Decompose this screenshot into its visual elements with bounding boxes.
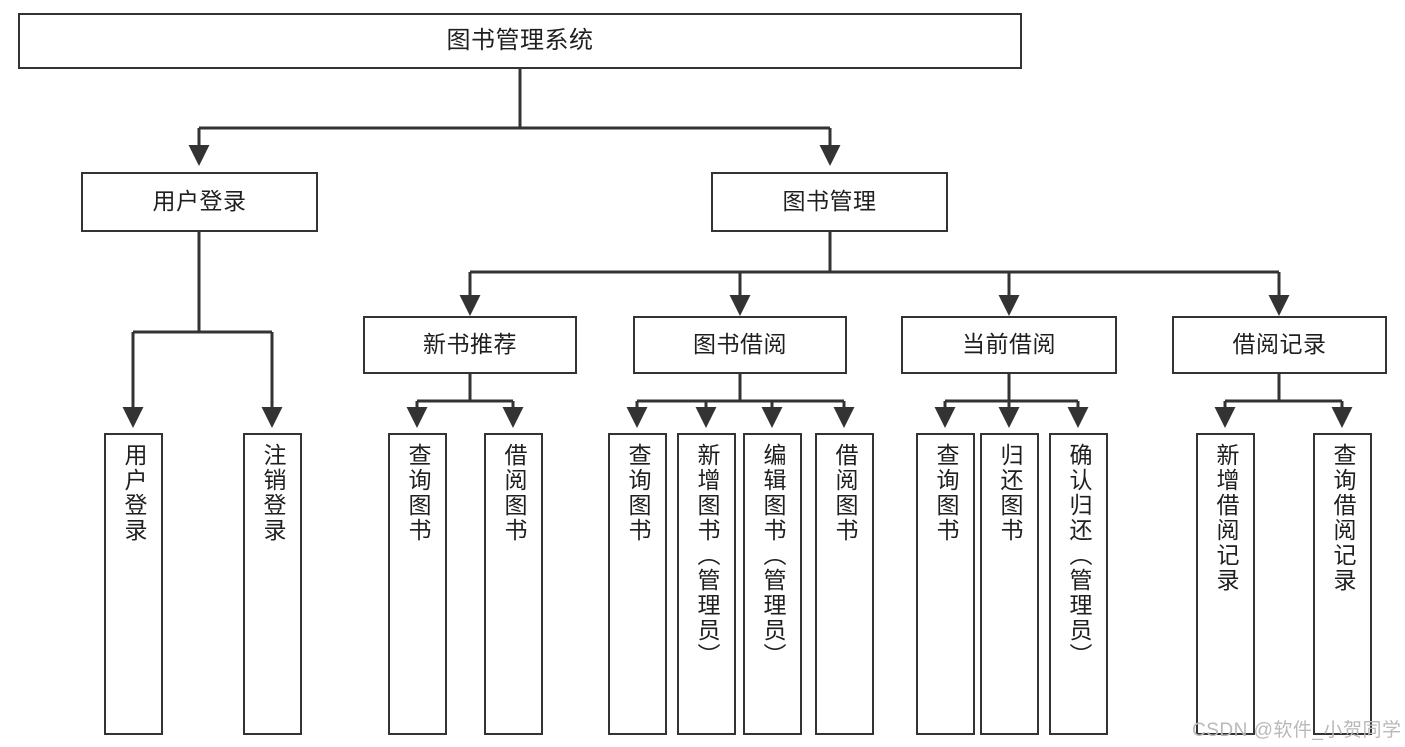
node-borrow-record-label: 借阅记录 (1232, 331, 1327, 358)
node-user-login[interactable]: 用户登录 (81, 172, 318, 232)
node-book-borrow-label: 图书借阅 (693, 331, 787, 358)
node-current-borrow-label: 当前借阅 (962, 331, 1056, 358)
leaf-user-login-2[interactable]: 注销登录 (243, 433, 302, 735)
node-book-manage[interactable]: 图书管理 (711, 172, 948, 232)
leaf-borrow-record-1[interactable]: 新增借阅记录 (1196, 433, 1255, 735)
node-book-borrow[interactable]: 图书借阅 (633, 316, 847, 374)
leaf-current-borrow-1-label: 查询图书 (933, 443, 959, 543)
leaf-current-borrow-3-label: 确认归还（管理员） (1066, 443, 1092, 668)
leaf-book-borrow-4[interactable]: 借阅图书 (815, 433, 874, 735)
leaf-borrow-record-1-label: 新增借阅记录 (1213, 443, 1239, 593)
node-root-label: 图书管理系统 (446, 26, 594, 54)
node-new-book-label: 新书推荐 (423, 331, 517, 358)
leaf-current-borrow-2[interactable]: 归还图书 (980, 433, 1039, 735)
leaf-book-borrow-3-label: 编辑图书（管理员） (760, 443, 786, 668)
leaf-new-book-1-label: 查询图书 (405, 443, 431, 543)
leaf-new-book-1[interactable]: 查询图书 (388, 433, 447, 735)
leaf-current-borrow-1[interactable]: 查询图书 (916, 433, 975, 735)
leaf-user-login-2-label: 注销登录 (260, 443, 286, 543)
node-book-manage-label: 图书管理 (782, 188, 877, 215)
leaf-borrow-record-2[interactable]: 查询借阅记录 (1313, 433, 1372, 735)
leaf-current-borrow-2-label: 归还图书 (997, 443, 1023, 543)
leaf-book-borrow-1-label: 查询图书 (625, 443, 651, 543)
node-root[interactable]: 图书管理系统 (18, 13, 1022, 69)
node-user-login-label: 用户登录 (152, 188, 247, 215)
leaf-book-borrow-1[interactable]: 查询图书 (608, 433, 667, 735)
leaf-user-login-1-label: 用户登录 (121, 443, 147, 543)
leaf-user-login-1[interactable]: 用户登录 (104, 433, 163, 735)
node-new-book[interactable]: 新书推荐 (363, 316, 577, 374)
watermark: CSDN @软件_小贺同学 (1192, 720, 1402, 741)
leaf-book-borrow-2[interactable]: 新增图书（管理员） (677, 433, 736, 735)
leaf-borrow-record-2-label: 查询借阅记录 (1330, 443, 1356, 593)
leaf-current-borrow-3[interactable]: 确认归还（管理员） (1049, 433, 1108, 735)
leaf-book-borrow-2-label: 新增图书（管理员） (694, 443, 720, 668)
leaf-new-book-2-label: 借阅图书 (501, 443, 527, 543)
leaf-new-book-2[interactable]: 借阅图书 (484, 433, 543, 735)
leaf-book-borrow-4-label: 借阅图书 (832, 443, 858, 543)
node-current-borrow[interactable]: 当前借阅 (901, 316, 1117, 374)
node-borrow-record[interactable]: 借阅记录 (1172, 316, 1387, 374)
leaf-book-borrow-3[interactable]: 编辑图书（管理员） (743, 433, 802, 735)
